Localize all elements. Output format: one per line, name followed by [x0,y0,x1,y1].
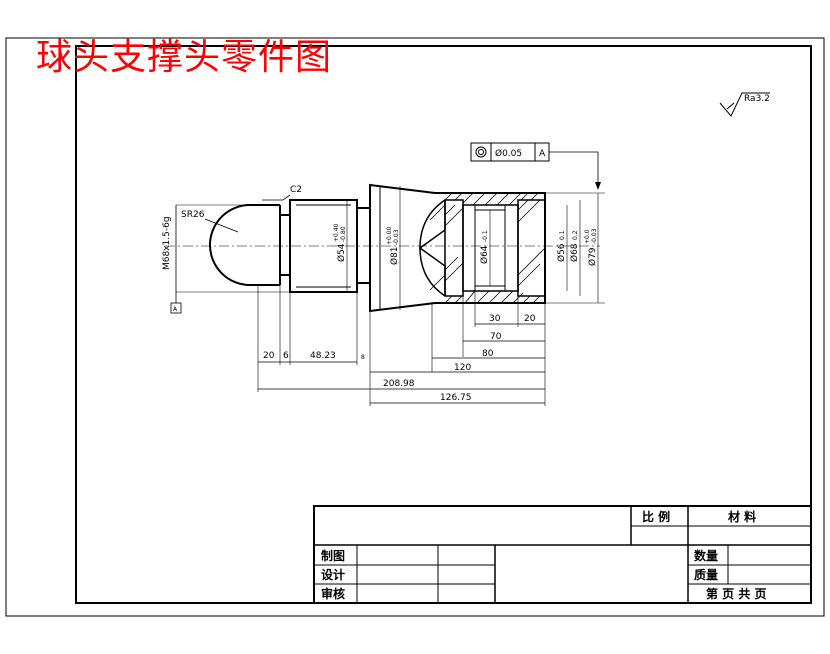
dim-l30: 30 [489,314,501,324]
dim-d4: Ø56 [556,243,567,262]
tb-review: 审核 [321,586,345,601]
tol-d1-upper: +0.40 [333,223,340,242]
step [356,207,371,284]
thread-label: M68x1.5-6g [162,216,172,270]
dim-d1: Ø54 [336,243,347,262]
dim-l8: 8 [361,354,365,361]
tol-d4: 0.1 [559,230,566,240]
dim-l20988: 208.98 [383,379,415,389]
dimension-lines [258,323,545,404]
tol-d1-lower: -0.80 [340,226,347,242]
tol-d2-upper: +0.00 [386,226,393,245]
dim-d5: Ø68 [569,243,580,262]
roughness-symbol: Ra3.2 [719,92,770,117]
dim-l6: 6 [283,351,289,361]
dim-l12675: 126.75 [440,393,472,403]
tol-d2-lower: -0.03 [393,229,400,245]
section-view [418,192,546,304]
tol-d3: -0.1 [482,230,489,242]
roughness-label: Ra3.2 [744,94,770,104]
dim-l70: 70 [490,332,502,342]
dim-l20: 20 [263,351,275,361]
tolerance-frame: Ø0.05 A [470,142,601,190]
inner-frame [75,45,812,604]
tb-scale: 比 例 [642,509,670,524]
tb-quantity: 数量 [694,548,718,563]
tb-drawn: 制图 [321,548,345,563]
tolerance-value: Ø0.05 [495,148,522,159]
tb-mass: 质量 [694,567,718,582]
tb-design: 设计 [321,567,345,582]
outer-frame [5,37,825,617]
tol-d6-lower: -0.03 [591,228,598,244]
dim-d2: Ø81 [389,246,400,265]
datum-label: A [173,306,178,313]
tol-d6-upper: +0.0 [584,229,591,244]
dim-d6: Ø79 [587,247,598,266]
dim-l4823: 48.23 [310,351,336,361]
chamfer-label: C2 [290,185,302,195]
drawing-title: 球头支撑头零件图 [36,37,333,78]
neck [279,214,291,276]
extension-lines [257,285,546,406]
dim-l120: 120 [454,363,471,373]
dim-d3: Ø64 [479,245,490,264]
tb-sheet: 第 页 共 页 [706,586,767,601]
sr-label: SR26 [181,210,205,220]
tolerance-datum: A [539,149,546,159]
dim-l80: 80 [482,349,494,359]
tb-material: 材 料 [727,509,756,524]
dim-l20b: 20 [524,314,536,324]
title-block [313,505,812,604]
tol-d5: 0.2 [572,230,579,240]
ball-head [209,204,281,286]
